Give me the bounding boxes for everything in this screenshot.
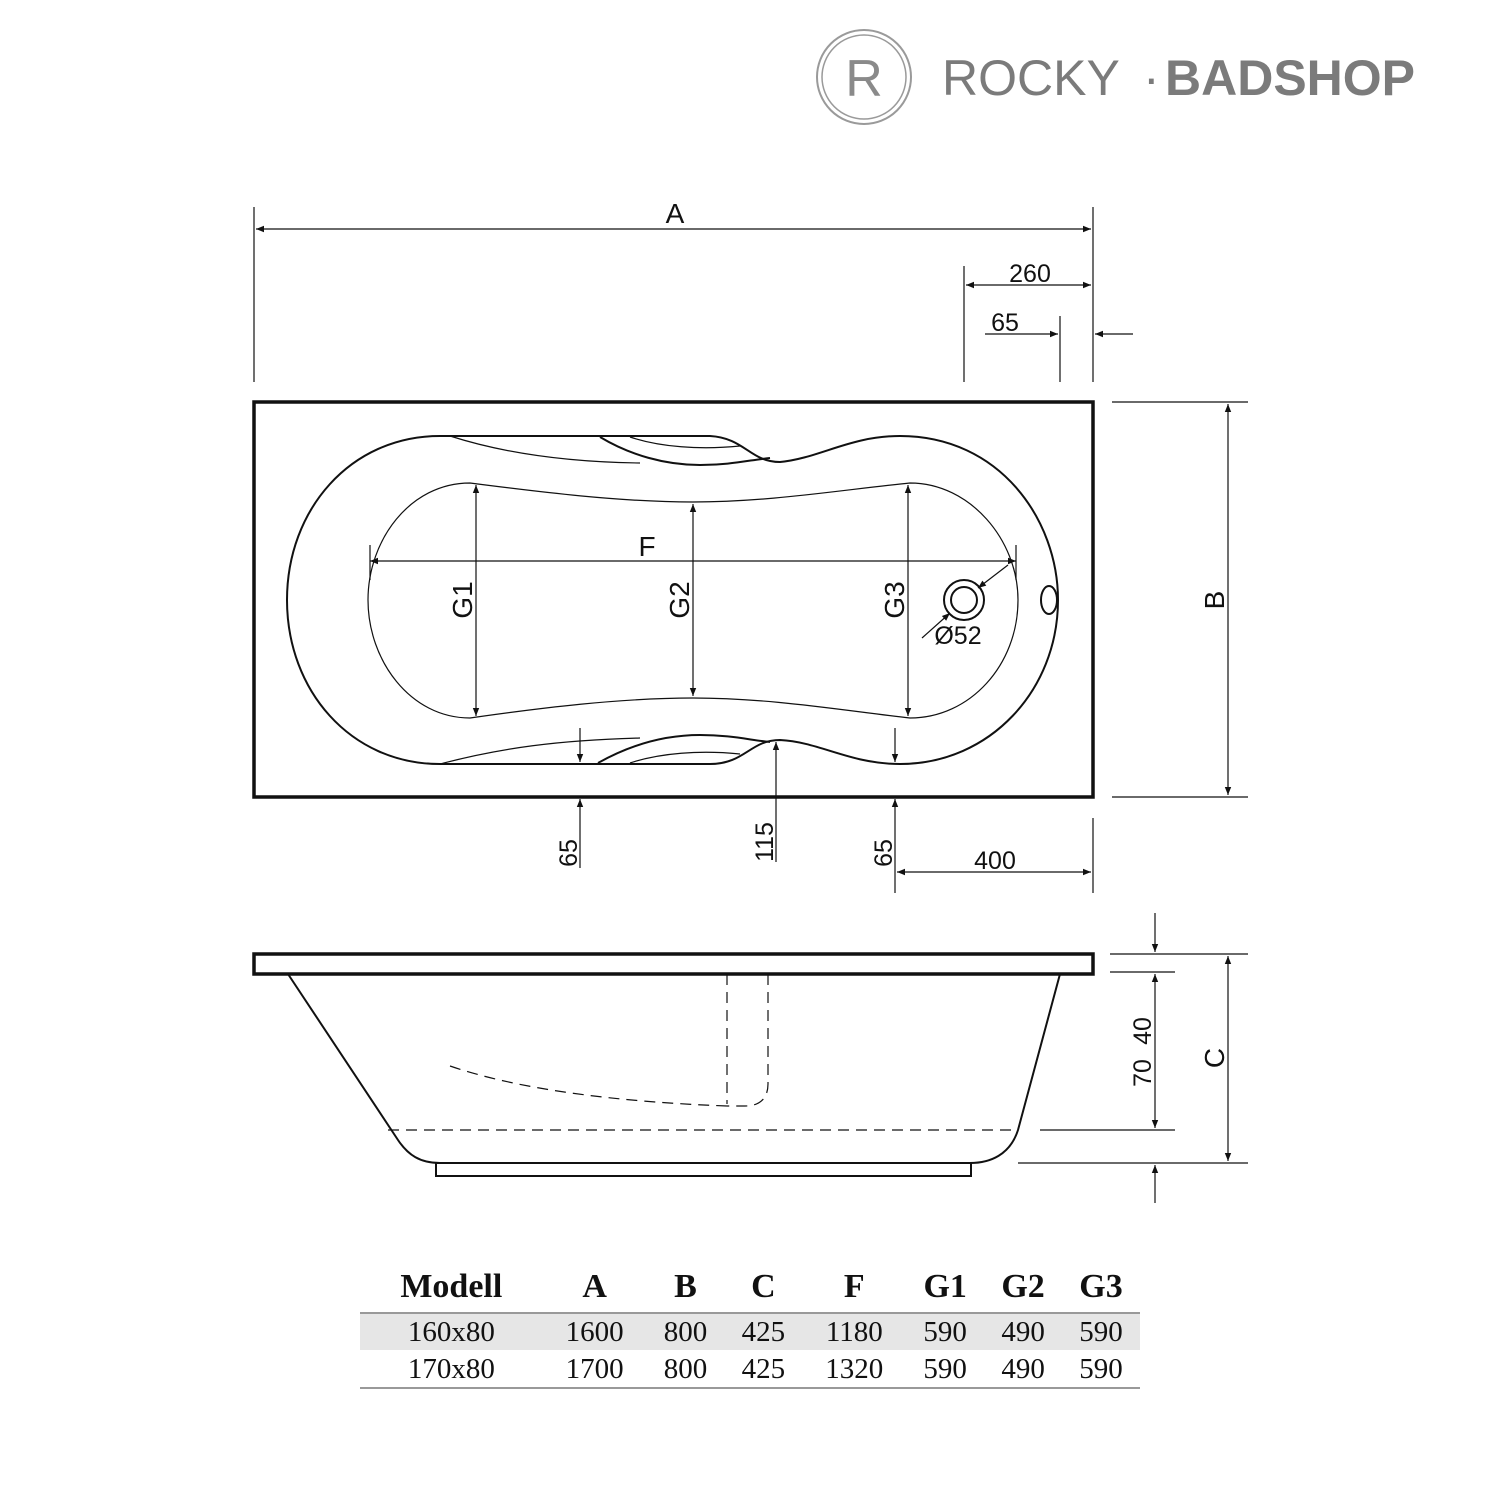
logo-name-light: ROCKY [942,50,1120,106]
cell-a: 1600 [542,1312,647,1351]
cell-modell: 160x80 [360,1312,543,1351]
dim-label-65-top: 65 [991,309,1019,337]
cell-g3: 590 [1062,1312,1140,1351]
table-row: 170x80 1700 800 425 1320 590 490 590 [360,1350,1140,1389]
dim-label-65-left: 65 [555,839,583,867]
cell-b: 800 [646,1312,725,1351]
cell-modell: 170x80 [360,1350,543,1389]
cell-f: 1320 [802,1350,907,1389]
cell-b: 800 [646,1350,725,1389]
cell-a: 1700 [542,1350,647,1389]
dim-label-g3: G3 [879,581,910,618]
cell-g2: 490 [984,1312,1063,1351]
side-base-outline [435,1162,972,1177]
dim-label-40: 40 [1129,1017,1157,1045]
logo-separator: · [1143,50,1160,106]
cell-g3: 590 [1062,1350,1140,1389]
header-c: C [751,1268,776,1305]
dim-label-c: C [1199,1048,1230,1068]
header-modell: Modell [400,1268,503,1305]
tub-rim-outline [252,400,1095,799]
header-a: A [582,1268,607,1305]
table-row: 160x80 1600 800 425 1180 590 490 590 [360,1312,1140,1351]
side-rim-outline [252,952,1095,976]
cell-g1: 590 [906,1312,985,1351]
brand-logo: R ROCKY · BADSHOP [816,29,1415,125]
logo-mark: R [845,50,883,108]
dim-label-g1: G1 [447,581,478,618]
drain-outer-icon [943,579,985,621]
cell-g1: 590 [906,1350,985,1389]
header-f: F [843,1268,865,1305]
dim-label-b: B [1199,591,1230,610]
dim-label-a: A [666,198,685,229]
side-view: 40 70 C [252,913,1248,1203]
cell-g2: 490 [984,1350,1063,1389]
dim-label-65-right: 65 [870,839,898,867]
header-g1: G1 [923,1268,967,1305]
dim-label-260: 260 [1009,260,1051,288]
dim-label-f: F [638,531,655,562]
header-g2: G2 [1001,1268,1045,1305]
tub-basin-outline [285,434,1060,766]
cell-c: 425 [724,1312,803,1351]
dim-label-400: 400 [974,847,1016,875]
header-b: B [674,1268,697,1305]
dim-label-g2: G2 [664,581,695,618]
dim-label-115: 115 [751,822,779,862]
drain-dim-label: Ø52 [934,622,981,650]
overflow-icon [1040,585,1058,615]
table-header-row: Modell A B C F G1 G2 G3 [360,1262,1140,1313]
tub-floor-outline [367,482,1019,719]
cell-f: 1180 [802,1312,907,1351]
dim-label-70: 70 [1129,1059,1157,1087]
header-g3: G3 [1079,1268,1123,1305]
cell-c: 425 [724,1350,803,1389]
logo-name-bold: BADSHOP [1165,50,1415,106]
spec-table: Modell A B C F G1 G2 G3 160x80 1600 800 … [360,1262,1140,1389]
drain-inner-icon [950,586,978,614]
side-basin-outline [287,973,1061,1164]
top-view: A 260 65 Ø52 F [252,198,1248,893]
